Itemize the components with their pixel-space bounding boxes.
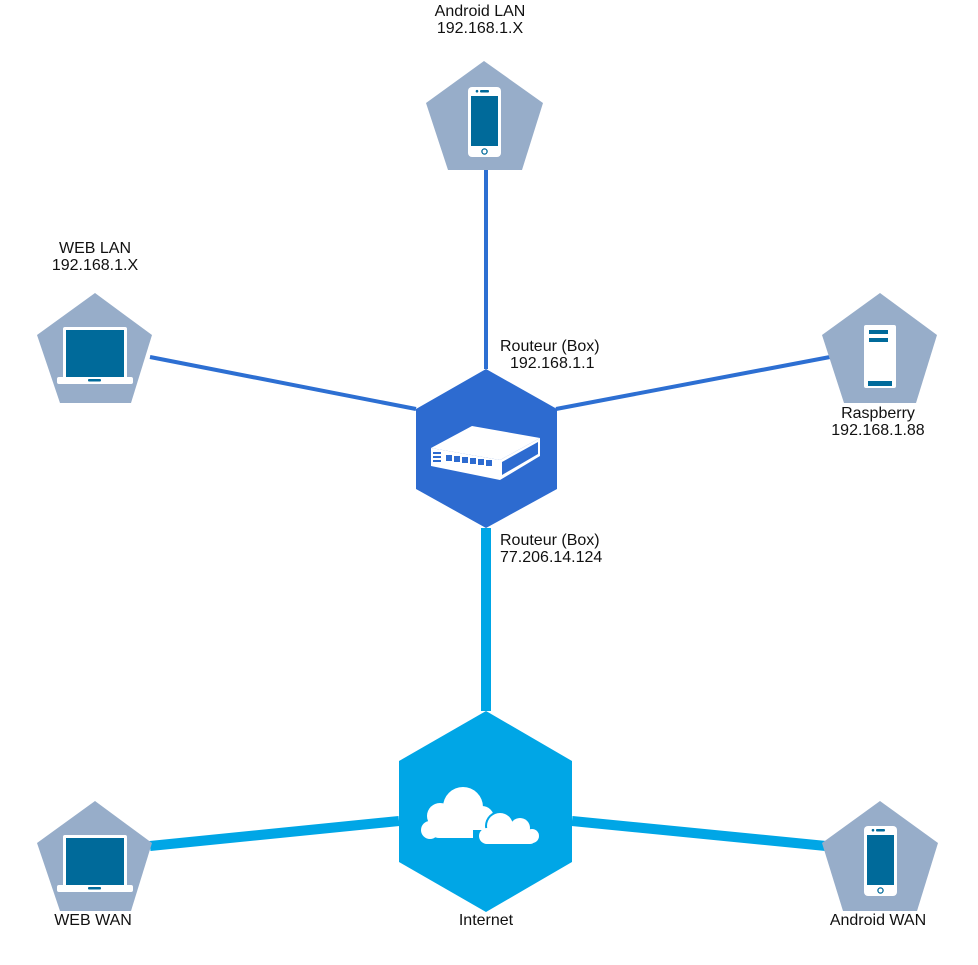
android-wan-name: Android WAN [830, 912, 926, 929]
router-lan-ip: 192.168.1.1 [510, 355, 595, 372]
node-web-lan[interactable]: WEB LAN 192.168.1.X [37, 240, 152, 403]
android-lan-ip: 192.168.1.X [437, 20, 524, 37]
router-lan-name: Routeur (Box) [500, 338, 600, 355]
smartphone-icon [468, 87, 501, 157]
link-router-raspberry [555, 355, 831, 411]
node-raspberry[interactable]: Raspberry 192.168.1.88 [822, 293, 937, 439]
raspberry-name: Raspberry [841, 405, 915, 422]
server-icon [864, 325, 896, 388]
web-wan-name: WEB WAN [54, 912, 132, 929]
node-web-wan[interactable]: WEB WAN [37, 801, 152, 929]
raspberry-ip: 192.168.1.88 [831, 422, 925, 439]
web-lan-name: WEB LAN [59, 240, 131, 257]
smartphone-icon [864, 826, 897, 896]
node-internet[interactable]: Internet [399, 711, 572, 929]
node-android-wan[interactable]: Android WAN [822, 801, 938, 929]
node-router[interactable]: Routeur (Box) 192.168.1.1 Routeur (Box) … [416, 338, 602, 566]
laptop-icon [57, 835, 133, 892]
links [149, 170, 831, 851]
router-wan-name: Routeur (Box) [500, 532, 600, 549]
link-router-web-lan [149, 355, 417, 411]
router-wan-ip: 77.206.14.124 [500, 549, 602, 566]
node-android-lan[interactable]: Android LAN 192.168.1.X [426, 3, 543, 170]
network-switch-icon [431, 426, 540, 480]
android-lan-name: Android LAN [435, 3, 526, 20]
web-lan-ip: 192.168.1.X [52, 257, 139, 274]
cloud-icon [421, 787, 543, 846]
link-internet-web-wan [149, 816, 400, 851]
internet-name: Internet [459, 912, 514, 929]
laptop-icon [57, 327, 133, 384]
link-internet-android-wan [571, 816, 827, 851]
